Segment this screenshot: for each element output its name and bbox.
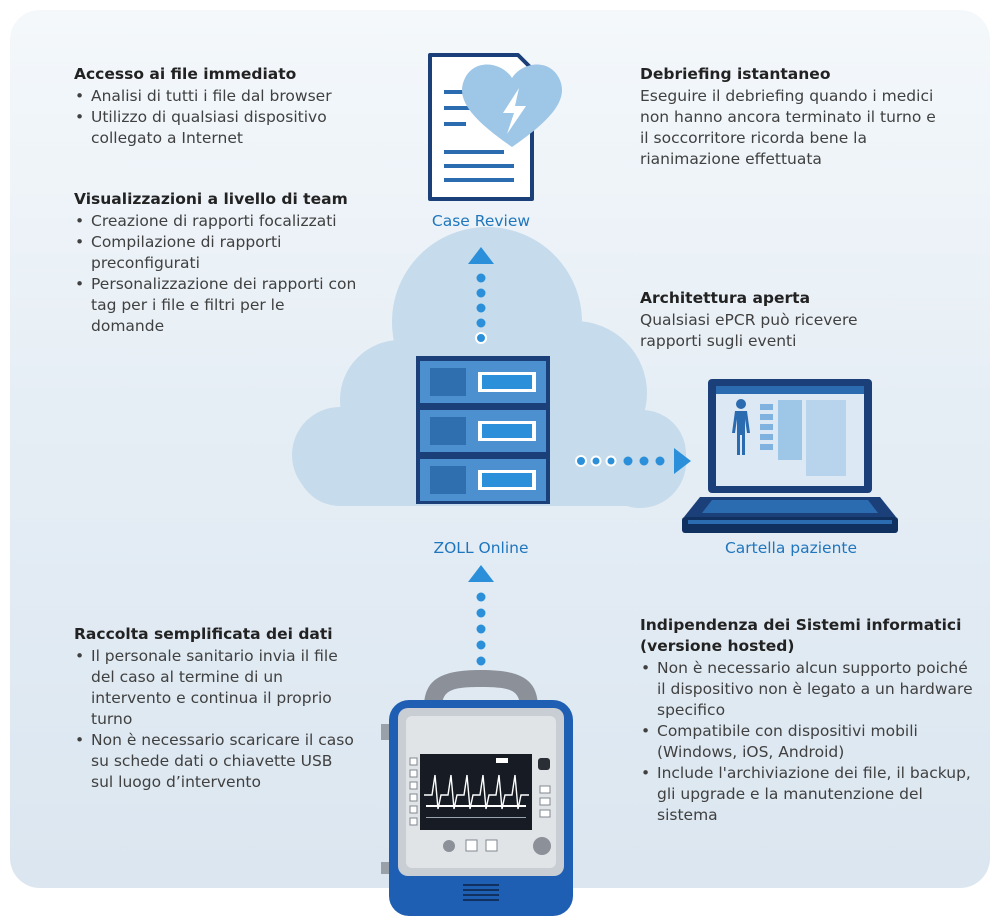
case-review-document-icon [428,53,562,201]
laptop-icon [682,379,898,533]
block-heading: Accesso ai file immediato [74,65,297,83]
arrow-up-to-zoll-online [468,565,494,682]
bullet-item: Personalizzazione dei rapporti con tag p… [74,274,359,337]
block-indipendenza-sistemi: Indipendenza dei Sistemi informatici (ve… [640,615,975,826]
bullet-item: Compilazione di rapporti preconfigurati [74,232,359,274]
block-heading: Architettura aperta [640,289,811,307]
lightning-icon [503,88,526,134]
block-debriefing: Debriefing istantaneo Eseguire il debrie… [640,64,945,170]
body-figure-head-icon [736,399,746,409]
block-heading: Debriefing istantaneo [640,65,831,83]
arrow-up-to-case-review [468,247,494,344]
bullet-item: Include l'archiviazione dei file, il bac… [640,763,975,826]
bullet-item: Non è necessario alcun supporto poiché i… [640,658,975,721]
body-figure-icon [732,411,750,455]
block-raccolta-dati: Raccolta semplificata dei dati Il person… [74,624,354,793]
bullet-item: Analisi di tutti i file dal browser [74,86,374,107]
server-stack-icon [416,356,550,504]
defibrillator-monitor-icon [381,670,573,916]
caption-patient-record: Cartella paziente [724,539,858,557]
ecg-waveform [424,774,529,810]
block-architettura-aperta: Architettura aperta Qualsiasi ePCR può r… [640,288,900,352]
block-heading: Visualizzazioni a livello di team [74,190,348,208]
block-heading: Raccolta semplificata dei dati [74,625,333,643]
block-visualizzazioni-team: Visualizzazioni a livello di team Creazi… [74,189,359,337]
block-text: Qualsiasi ePCR può ricevere rapporti sug… [640,311,858,350]
bullet-item: Non è necessario scaricare il caso su sc… [74,730,354,793]
caption-case-review: Case Review [431,212,531,230]
caption-zoll-online: ZOLL Online [433,539,529,557]
block-text: Eseguire il debriefing quando i medici n… [640,87,936,168]
block-heading: Indipendenza dei Sistemi informatici (ve… [640,616,962,655]
bullet-item: Creazione di rapporti focalizzati [74,211,359,232]
bullet-item: Compatibile con dispositivi mobili (Wind… [640,721,975,763]
bullet-item: Utilizzo di qualsiasi dispositivo colleg… [74,107,374,149]
arrow-right-to-patient-record [575,448,691,474]
block-accesso-file: Accesso ai file immediato Analisi di tut… [74,64,374,149]
bullet-item: Il personale sanitario invia il file del… [74,646,354,730]
